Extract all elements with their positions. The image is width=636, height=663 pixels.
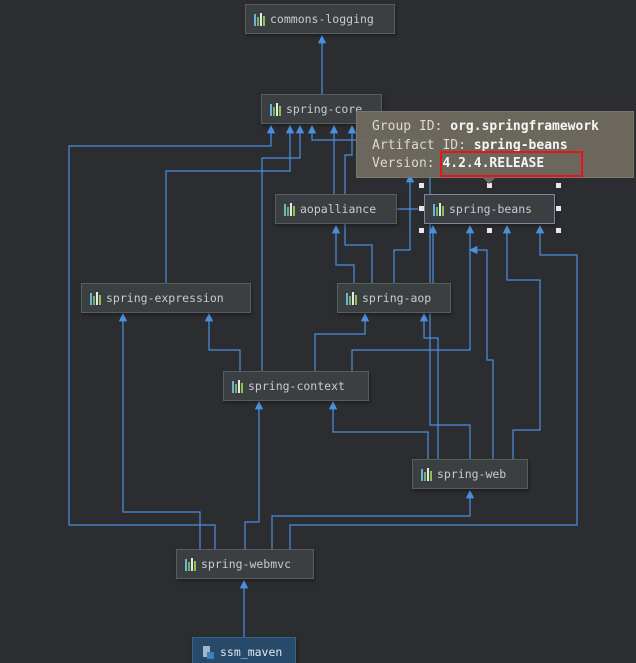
- edge-expression-core: [165, 124, 295, 283]
- edge-web-aop: [419, 312, 439, 459]
- node-aopalliance[interactable]: aopalliance: [275, 194, 397, 224]
- edge-context-expression: [204, 312, 241, 371]
- node-label: commons-logging: [270, 12, 374, 26]
- edge-context-core: [261, 124, 305, 371]
- selection-handle[interactable]: [556, 228, 561, 233]
- node-label: ssm_maven: [220, 645, 283, 659]
- artifact-tooltip: Group ID: org.springframework Artifact I…: [356, 111, 634, 184]
- library-icon: [284, 202, 295, 216]
- node-label: spring-aop: [362, 291, 432, 305]
- edge-web-beans-2: [468, 245, 494, 459]
- edge-webmvc-web: [271, 489, 475, 549]
- edge-webmvc-context: [244, 400, 264, 549]
- selection-handle[interactable]: [419, 228, 424, 233]
- tooltip-version-label: Version:: [372, 156, 435, 171]
- tooltip-artifact-row: Artifact ID: spring-beans: [372, 137, 633, 156]
- library-icon: [254, 12, 265, 26]
- node-spring-context[interactable]: spring-context: [223, 371, 369, 401]
- edge-aop-beans-2: [393, 173, 415, 283]
- node-label: spring-web: [437, 467, 507, 481]
- tooltip-group-label: Group ID:: [372, 119, 443, 134]
- edge-context-aop: [314, 312, 370, 371]
- library-icon: [421, 467, 432, 481]
- node-spring-beans[interactable]: spring-beans: [424, 194, 555, 224]
- tooltip-group-row: Group ID: org.springframework: [372, 118, 633, 137]
- node-label: spring-core: [286, 102, 363, 116]
- edge-aop-aopalliance: [331, 224, 355, 283]
- edge-webmvc-beans: [289, 224, 578, 549]
- node-label: spring-expression: [106, 291, 224, 305]
- selection-handle[interactable]: [487, 228, 492, 233]
- edge-context-beans: [351, 224, 475, 371]
- module-icon: [201, 645, 214, 659]
- edge-web-context: [328, 400, 429, 459]
- library-icon: [90, 291, 101, 305]
- library-icon: [433, 202, 444, 216]
- edge-webmvc-expression: [118, 312, 201, 549]
- node-label: spring-webmvc: [201, 557, 292, 571]
- node-spring-web[interactable]: spring-web: [412, 459, 528, 489]
- node-commons-logging[interactable]: commons-logging: [245, 4, 395, 34]
- tooltip-artifact-label: Artifact ID:: [372, 137, 466, 153]
- selection-handle[interactable]: [556, 206, 561, 211]
- tooltip-version-value: 4.2.4.RELEASE: [442, 156, 545, 171]
- selection-handle[interactable]: [556, 183, 561, 188]
- selection-handle[interactable]: [487, 183, 492, 188]
- tooltip-group-value: org.springframework: [450, 119, 599, 134]
- selection-handle[interactable]: [419, 183, 424, 188]
- version-highlight-box: [440, 151, 583, 177]
- library-icon: [270, 102, 281, 116]
- node-label: spring-context: [248, 379, 345, 393]
- library-icon: [232, 379, 243, 393]
- node-spring-expression[interactable]: spring-expression: [81, 283, 251, 313]
- library-icon: [185, 557, 196, 571]
- edge-web-core: [307, 124, 471, 459]
- tooltip-artifact-value: spring-beans: [473, 137, 568, 153]
- library-icon: [346, 291, 357, 305]
- node-ssm-maven[interactable]: ssm_maven: [192, 637, 296, 663]
- selection-handle[interactable]: [419, 206, 424, 211]
- node-label: aopalliance: [300, 202, 377, 216]
- tooltip-version-row: Version: 4.2.4.RELEASE: [372, 155, 633, 174]
- node-spring-aop[interactable]: spring-aop: [337, 283, 451, 313]
- node-label: spring-beans: [449, 202, 533, 216]
- edge-webmvc-core: [68, 124, 276, 549]
- node-spring-webmvc[interactable]: spring-webmvc: [176, 549, 314, 579]
- edge-web-beans: [502, 224, 541, 459]
